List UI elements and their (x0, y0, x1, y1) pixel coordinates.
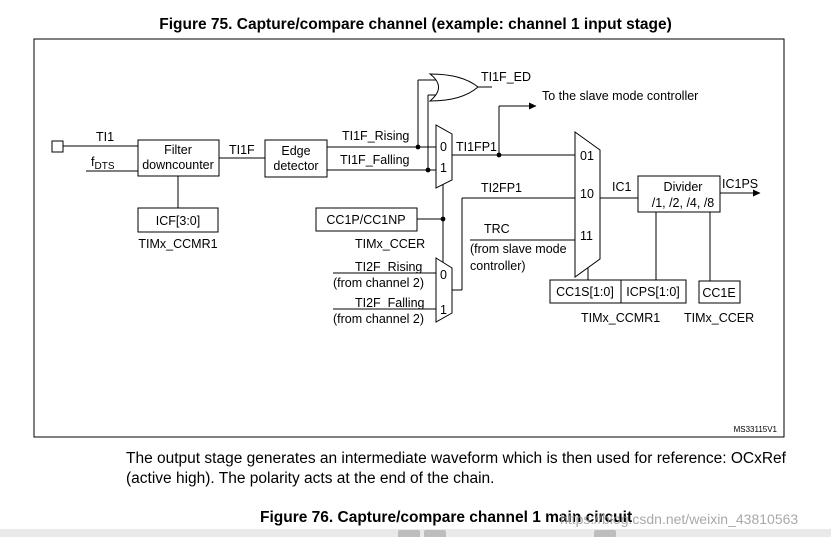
next-figure-title: Figure 76. Capture/compare channel 1 mai… (260, 509, 633, 526)
mux-ti1 (435, 124, 453, 189)
from-ch2-label-1: (from channel 2) (333, 276, 424, 290)
cc1e-label: CC1E (702, 286, 735, 300)
icps-register (620, 279, 687, 304)
or-gate (428, 73, 479, 102)
ti1f-label: TI1F (229, 143, 255, 157)
cc1s-label: CC1S[1:0] (556, 285, 614, 299)
trc-note-2: controller) (470, 259, 526, 273)
divider-label-2: /1, /2, /4, /8 (652, 196, 715, 210)
mux2-sel1: 1 (440, 303, 447, 317)
edge-label-1: Edge (281, 144, 310, 158)
mux2-sel0: 0 (440, 268, 447, 282)
icf-register (137, 207, 219, 233)
divider-block (637, 175, 721, 213)
ccer-b-label: TIMx_CCER (684, 311, 754, 325)
ti1f-rising-label: TI1F_Rising (342, 129, 409, 143)
diagram-frame (33, 38, 785, 438)
ic1ps-label: IC1PS (722, 177, 758, 191)
filter-label-2: downcounter (142, 158, 214, 172)
ti1-label: TI1 (96, 130, 114, 144)
trc-label: TRC (484, 222, 510, 236)
slave-mode-label: To the slave mode controller (542, 89, 698, 103)
mux3-in10: 10 (580, 187, 594, 201)
ti2f-falling-label: TI2F_Falling (355, 296, 425, 310)
toolbar-button-2[interactable] (424, 530, 446, 537)
from-ch2-label-2: (from channel 2) (333, 312, 424, 326)
fdts-label: fDTS (91, 155, 115, 172)
toolbar-button-1[interactable] (398, 530, 420, 537)
ccmr1-label: TIMx_CCMR1 (138, 237, 217, 251)
ti1-input-pin (51, 140, 64, 153)
filter-label-1: Filter (164, 143, 192, 157)
ccmr1-b-label: TIMx_CCMR1 (581, 311, 660, 325)
ti1f-ed-label: TI1F_ED (481, 70, 531, 84)
icps-label: ICPS[1:0] (626, 285, 680, 299)
body-paragraph: The output stage generates an intermedia… (126, 450, 786, 487)
trc-note-1: (from slave mode (470, 242, 567, 256)
ti1f-falling-label: TI1F_Falling (340, 153, 410, 167)
ccer-label: TIMx_CCER (355, 237, 425, 251)
toolbar-button-3[interactable] (594, 530, 616, 537)
cc1p-label: CC1P/CC1NP (326, 213, 405, 227)
icf-label: ICF[3:0] (156, 214, 200, 228)
edge-label-2: detector (273, 159, 318, 173)
divider-label-1: Divider (664, 180, 703, 194)
mux3-in01: 01 (580, 149, 594, 163)
figure-title: Figure 75. Capture/compare channel (exam… (159, 16, 672, 33)
mux1-sel1: 1 (440, 161, 447, 175)
edge-detector-block (264, 139, 328, 178)
ti2fp1-label: TI2FP1 (481, 181, 522, 195)
mux3-in11: 11 (580, 229, 593, 243)
ic1-label: IC1 (612, 180, 632, 194)
ti2f-rising-label: TI2F_Rising (355, 260, 422, 274)
mux1-sel0: 0 (440, 140, 447, 154)
mux-ic1 (574, 131, 601, 278)
figure-code: MS33115V1 (734, 425, 778, 434)
cc1e-register (698, 280, 741, 304)
ti1fp1-label: TI1FP1 (456, 140, 497, 154)
watermark: https://blog.csdn.net/weixin_43810563 (560, 511, 799, 527)
mux-ti2 (435, 257, 453, 323)
